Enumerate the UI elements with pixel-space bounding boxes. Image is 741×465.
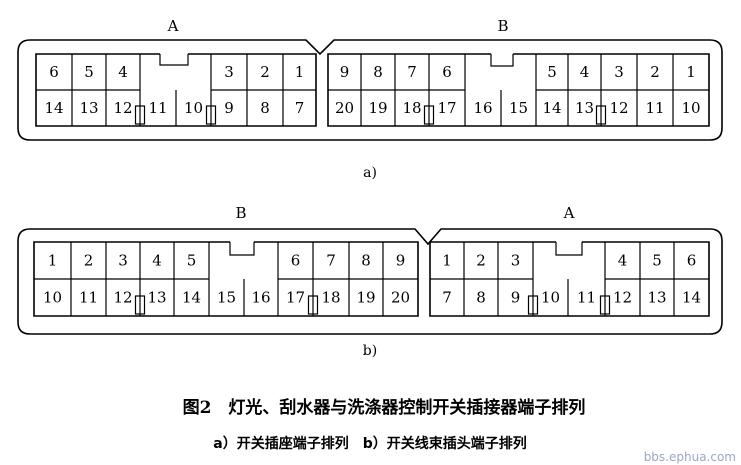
diagram-a-block-b-latch-tab (423, 105, 435, 125)
diagram-b-block-a-pin-label: 8 (476, 289, 486, 307)
diagram-b-block-a-latch-tab (527, 295, 539, 315)
diagram-b-label-a: A (563, 204, 575, 222)
diagram-a-block-a-pin-label: 2 (260, 63, 270, 81)
diagram-b-block-b-latch-tab (307, 295, 319, 315)
diagram-a-block-b-pin-label: 19 (368, 99, 387, 117)
diagram-a-label-a: A (167, 17, 179, 35)
diagram-a-block-b-pin-label: 4 (580, 63, 590, 81)
diagram-a-block-a-outline (35, 53, 317, 127)
diagram-b-block-a-pin-label: 14 (682, 289, 701, 307)
diagram-b-block-b-pin-label: 12 (113, 289, 132, 307)
diagram-b-block-b-pin-label: 6 (291, 252, 301, 270)
diagram-a-block-b-pin-label: 16 (473, 99, 492, 117)
diagram-b-housing (17, 228, 723, 335)
diagram-b-block-b-pin-label: 14 (182, 289, 201, 307)
diagram-a-sublabel: a) (363, 165, 377, 181)
diagram-a-block-a-pin-label: 3 (224, 63, 234, 81)
diagram-b-block-a-pin-label: 11 (577, 289, 596, 307)
diagram-b-block-b-latch-tab (134, 295, 146, 315)
diagram-a-block-b-pin-label: 2 (650, 63, 660, 81)
diagram-a-block-b-pin-label: 7 (407, 63, 417, 81)
diagram-a-block-b-pin-label: 12 (609, 99, 628, 117)
diagram-a-block-a-pin-label: 13 (79, 99, 98, 117)
diagram-b-block-a-pin-label: 7 (442, 289, 452, 307)
diagram-b-block-b-pin-label: 2 (84, 252, 94, 270)
diagram-a-block-a-pin-label: 6 (49, 63, 59, 81)
diagram-a-block-b-pin-label: 17 (437, 99, 456, 117)
diagram-b-block-b-pin-label: 16 (251, 289, 270, 307)
diagram-b-block-a-pin-label: 9 (511, 289, 521, 307)
diagram-a-block-b-pin-label: 15 (509, 99, 528, 117)
diagram-b-block-a-pin-label: 3 (511, 252, 521, 270)
diagram-a-block-b-pin-label: 9 (340, 63, 350, 81)
figure-caption-subtitle: a）开关插座端子排列 b）开关线束插头端子排列 (213, 435, 526, 452)
diagram-b-sublabel: b) (363, 343, 377, 359)
diagram-b-block-b-pin-label: 20 (391, 289, 410, 307)
diagram-b-block-a-pin-label: 2 (476, 252, 486, 270)
diagram-a-block-b-latch-tab (595, 105, 607, 125)
diagram-a-block-a-pin-label: 10 (184, 99, 203, 117)
diagram-a-block-a-key-notch (159, 54, 189, 66)
diagram-a-block-b-pin-label: 6 (442, 63, 452, 81)
diagram-a-block-b-pin-label: 8 (373, 63, 383, 81)
diagram-a-block-a-pin-label: 14 (44, 99, 63, 117)
diagram-a-block-b-pin-label: 11 (645, 99, 664, 117)
diagram-a-block-b-pin-label: 18 (402, 99, 421, 117)
diagram-a-block-b-outline (327, 53, 710, 127)
diagram-a-housing (17, 39, 723, 141)
diagram-b-block-b-pin-label: 9 (396, 252, 406, 270)
diagram-b-block-a-pin-label: 6 (687, 252, 697, 270)
diagram-a-block-b-pin-label: 1 (686, 63, 696, 81)
figure-caption-title: 图2 灯光、刮水器与洗涤器控制开关插接器端子排列 (183, 397, 586, 418)
watermark: bbs.ephua.com (644, 450, 736, 464)
diagram-b-block-b-pin-label: 15 (217, 289, 236, 307)
diagram-a-block-b-pin-label: 5 (547, 63, 557, 81)
diagram-a-block-a-pin-label: 1 (295, 63, 305, 81)
diagram-a-block-b-pin-label: 14 (542, 99, 561, 117)
diagram-b-block-b-pin-label: 8 (361, 252, 371, 270)
diagram-b-block-b-key-notch (229, 242, 255, 256)
diagram-b-block-a-pin-label: 12 (613, 289, 632, 307)
diagram-b-block-a-pin-label: 5 (652, 252, 662, 270)
diagram-a-block-a-pin-label: 8 (260, 99, 270, 117)
diagram-b-block-b-pin-label: 4 (152, 252, 162, 270)
diagram-b-block-a-pin-label: 4 (618, 252, 628, 270)
diagram-b-block-a-outline (429, 241, 710, 317)
diagram-a-label-b: B (497, 17, 508, 35)
diagram-b-block-a-pin-label: 10 (541, 289, 560, 307)
diagram-b-block-b-pin-label: 7 (326, 252, 336, 270)
diagram-b-label-b: B (235, 204, 246, 222)
diagram-a-block-a-latch-tab (134, 105, 146, 125)
diagram-a-block-b-pin-label: 10 (681, 99, 700, 117)
diagram-b-block-b-pin-label: 3 (118, 252, 128, 270)
diagram-b-block-a-key-notch (555, 242, 583, 256)
diagram-b-block-b-pin-label: 17 (286, 289, 305, 307)
diagram-b-block-b-pin-label: 11 (79, 289, 98, 307)
diagram-b-block-b-outline (33, 241, 419, 317)
diagram-a-block-a-pin-label: 9 (224, 99, 234, 117)
diagram-a-block-b-pin-label: 3 (614, 63, 624, 81)
diagram-b-block-b-pin-label: 19 (356, 289, 375, 307)
diagram-a-block-a-latch-tab (205, 105, 217, 125)
diagram-a-block-a-pin-label: 4 (118, 63, 128, 81)
diagram-b-block-b-pin-label: 5 (187, 252, 197, 270)
diagram-b-block-b-pin-label: 10 (43, 289, 62, 307)
diagram-a-block-b-key-notch (490, 54, 514, 67)
diagram-a-block-a-pin-label: 11 (148, 99, 167, 117)
diagram-a-block-b-pin-label: 20 (335, 99, 354, 117)
diagram-a-block-a-pin-label: 7 (295, 99, 305, 117)
diagram-b-block-b-pin-label: 13 (147, 289, 166, 307)
diagram-a-block-a-pin-label: 5 (84, 63, 94, 81)
diagram-a-block-a-pin-label: 12 (113, 99, 132, 117)
diagram-b-block-a-latch-tab (599, 295, 611, 315)
diagram-a-block-b-pin-label: 13 (575, 99, 594, 117)
diagram-b-block-a-pin-label: 13 (647, 289, 666, 307)
diagram-b-block-b-pin-label: 1 (48, 252, 58, 270)
diagram-b-block-b-pin-label: 18 (321, 289, 340, 307)
diagram-b-block-a-pin-label: 1 (442, 252, 452, 270)
